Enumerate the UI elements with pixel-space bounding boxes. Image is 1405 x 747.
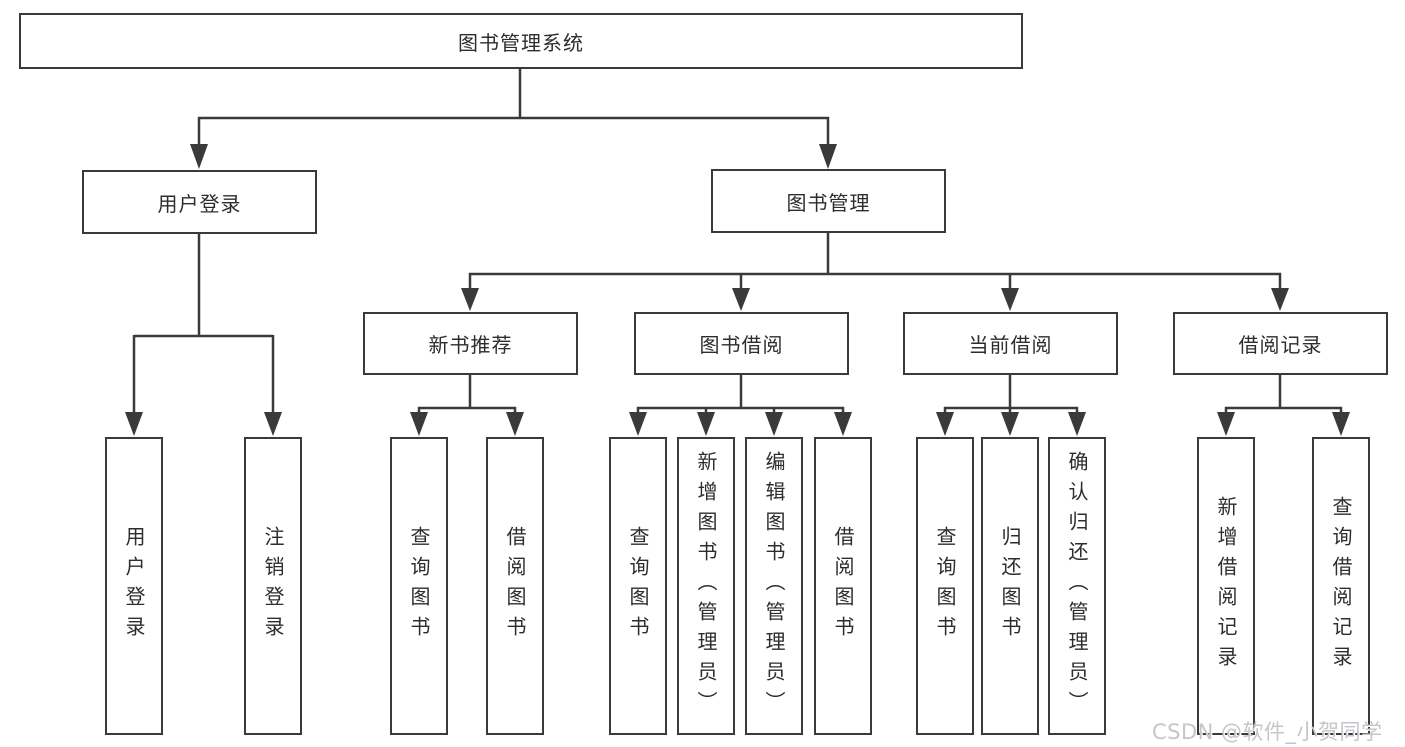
node-book-management: 图书管理 — [711, 169, 946, 233]
leaf-user-login-label: 用户登录 — [122, 526, 146, 646]
node-new-book-recommend-label: 新书推荐 — [428, 333, 513, 357]
leaf-confirm-return-admin: 确认归还（管理员） — [1048, 437, 1106, 735]
leaf-user-login: 用户登录 — [105, 437, 163, 735]
leaf-add-books-admin-label: 新增图书（管理员） — [694, 451, 718, 721]
leaf-query-books-current-label: 查询图书 — [933, 526, 957, 646]
leaf-add-books-admin: 新增图书（管理员） — [677, 437, 735, 735]
node-new-book-recommend: 新书推荐 — [363, 312, 578, 375]
leaf-return-books: 归还图书 — [981, 437, 1039, 735]
leaf-query-borrow-record: 查询借阅记录 — [1312, 437, 1370, 735]
leaf-query-books-borrow-label: 查询图书 — [626, 526, 650, 646]
node-user-login: 用户登录 — [82, 170, 317, 234]
leaf-borrow-books-recommend-label: 借阅图书 — [503, 526, 527, 646]
node-root-system: 图书管理系统 — [19, 13, 1023, 69]
leaf-query-books-recommend: 查询图书 — [390, 437, 448, 735]
leaf-query-books-recommend-label: 查询图书 — [407, 526, 431, 646]
node-current-borrowing-label: 当前借阅 — [968, 333, 1053, 357]
node-borrowing-records: 借阅记录 — [1173, 312, 1388, 375]
leaf-add-borrow-record-label: 新增借阅记录 — [1214, 496, 1238, 676]
leaf-return-books-label: 归还图书 — [998, 526, 1022, 646]
node-root-label: 图书管理系统 — [458, 30, 584, 55]
leaf-edit-books-admin: 编辑图书（管理员） — [745, 437, 803, 735]
leaf-query-books-current: 查询图书 — [916, 437, 974, 735]
watermark: CSDN @软件_小贺同学 — [1152, 720, 1383, 744]
leaf-add-borrow-record: 新增借阅记录 — [1197, 437, 1255, 735]
leaf-confirm-return-admin-label: 确认归还（管理员） — [1065, 451, 1089, 721]
node-book-borrowing-label: 图书借阅 — [699, 333, 784, 357]
leaf-query-borrow-record-label: 查询借阅记录 — [1329, 496, 1353, 676]
leaf-borrow-books-label: 借阅图书 — [831, 526, 855, 646]
node-book-borrowing: 图书借阅 — [634, 312, 849, 375]
node-current-borrowing: 当前借阅 — [903, 312, 1118, 375]
leaf-logout-label: 注销登录 — [261, 526, 285, 646]
node-book-management-label: 图书管理 — [786, 190, 871, 215]
node-user-login-label: 用户登录 — [157, 191, 242, 216]
leaf-borrow-books-recommend: 借阅图书 — [486, 437, 544, 735]
leaf-edit-books-admin-label: 编辑图书（管理员） — [762, 451, 786, 721]
leaf-borrow-books: 借阅图书 — [814, 437, 872, 735]
node-borrowing-records-label: 借阅记录 — [1238, 333, 1323, 357]
leaf-logout: 注销登录 — [244, 437, 302, 735]
leaf-query-books-borrow: 查询图书 — [609, 437, 667, 735]
